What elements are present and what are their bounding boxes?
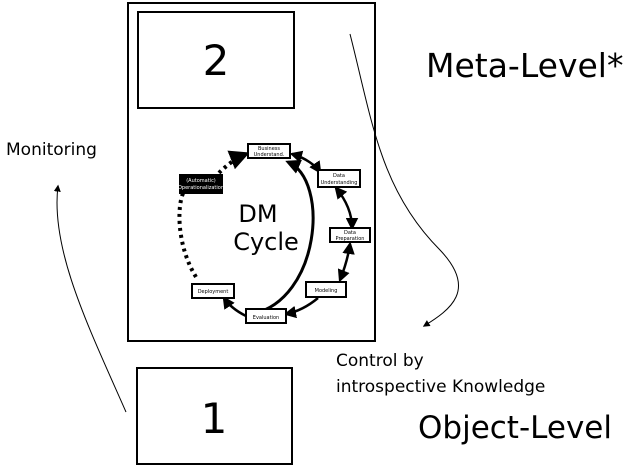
dotted-arc-top — [212, 150, 250, 180]
cycle-title-line1: DM — [238, 200, 277, 228]
svg-text:Business: Business — [258, 146, 280, 152]
dotted-arc — [177, 186, 198, 279]
meta-level-frame — [127, 2, 376, 342]
svg-text:Operationalization: Operationalization — [178, 185, 224, 191]
svg-text:Data: Data — [333, 173, 345, 179]
object-box-number: 1 — [201, 394, 228, 443]
arrow-mo-ev — [283, 297, 319, 319]
svg-text:Data: Data — [344, 230, 356, 236]
monitoring-arrow — [53, 184, 127, 413]
node-evaluation: Evaluation — [245, 308, 287, 324]
control-label-line2: introspective Knowledge — [336, 377, 546, 397]
svg-text:Understand.: Understand. — [254, 152, 285, 158]
arrow-bu-du — [289, 150, 322, 175]
meta-box — [137, 11, 295, 109]
node-automatic-operationalization: (Automatic) Operationalization — [178, 174, 224, 194]
meta-level-label: Meta-Level* — [426, 46, 624, 85]
node-data-preparation: Data Preparation — [329, 227, 371, 243]
object-level-label: Object-Level — [418, 410, 612, 446]
svg-text:Preparation: Preparation — [336, 236, 365, 242]
node-modeling: Modeling — [305, 281, 347, 298]
meta-box-number: 2 — [203, 36, 230, 85]
svg-text:(Automatic): (Automatic) — [186, 178, 216, 184]
svg-text:Modeling: Modeling — [315, 288, 338, 294]
svg-text:Deployment: Deployment — [198, 289, 229, 295]
cycle-title-line2: Cycle — [233, 228, 299, 256]
control-label-line1: Control by — [336, 351, 424, 371]
arrow-ev-de — [222, 295, 247, 318]
arrow-dp-mo — [337, 241, 355, 283]
control-arrow — [349, 33, 460, 327]
object-box — [136, 367, 293, 465]
node-deployment: Deployment — [191, 283, 235, 299]
svg-text:Understanding: Understanding — [321, 180, 358, 186]
monitoring-label: Monitoring — [6, 140, 97, 160]
control-label: Control by introspective Knowledge — [336, 348, 545, 400]
svg-text:Evaluation: Evaluation — [253, 315, 279, 321]
arrow-du-dp — [334, 186, 359, 231]
node-business: Business Understand. — [247, 143, 291, 159]
node-data-understanding: Data Understanding — [317, 169, 361, 188]
